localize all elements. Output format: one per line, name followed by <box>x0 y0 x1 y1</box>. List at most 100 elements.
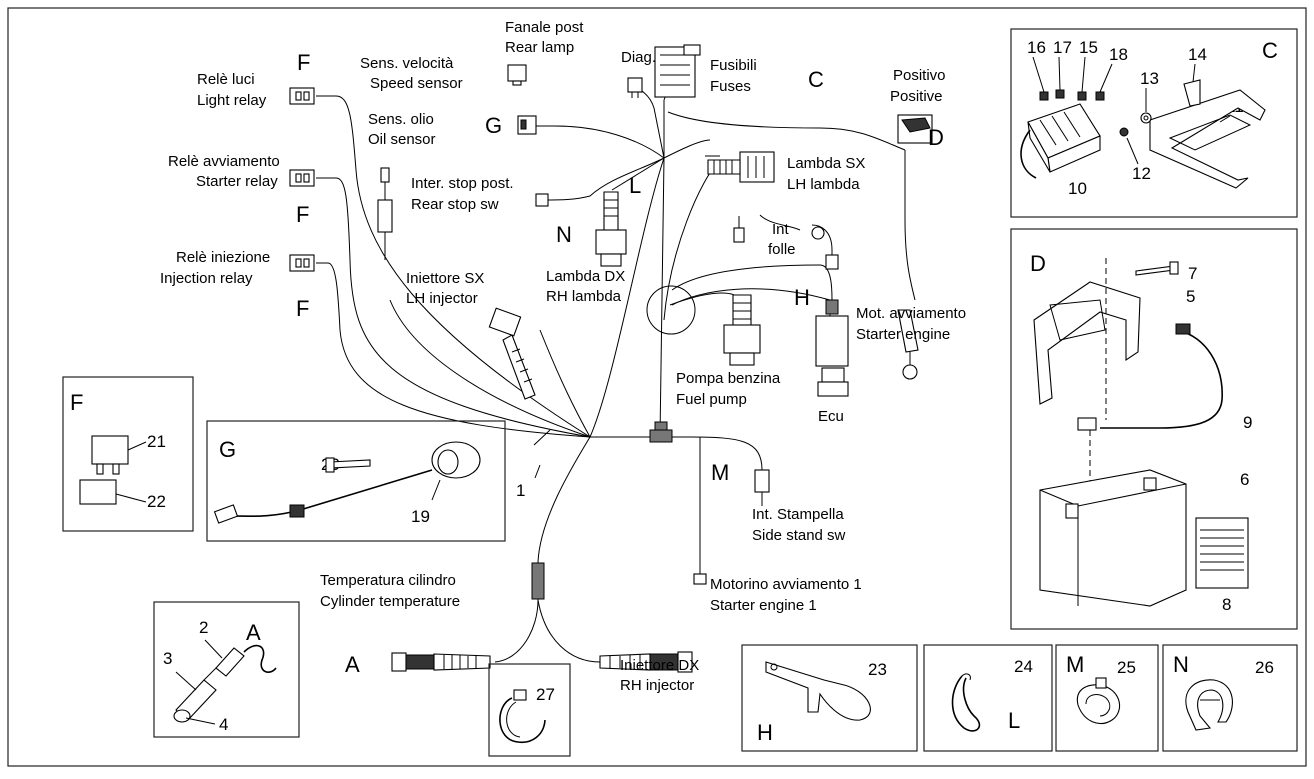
label-mot-avv-it: Mot. avviamento <box>856 305 966 322</box>
relay-connectors <box>289 87 315 272</box>
svg-text:13: 13 <box>1140 69 1159 88</box>
svg-text:26: 26 <box>1255 658 1274 677</box>
label-stampella-en: Side stand sw <box>752 527 846 544</box>
svg-text:23: 23 <box>868 660 887 679</box>
label-iniez-it: Relè iniezione <box>176 249 270 266</box>
label-temp-it: Temperatura cilindro <box>320 572 456 589</box>
label-pompa-it: Pompa benzina <box>676 370 781 387</box>
label-stampella-it: Int. Stampella <box>752 506 844 523</box>
letter-g-main: G <box>485 113 502 138</box>
panel-a-letter: A <box>246 620 261 645</box>
label-iniet-dx-en: RH injector <box>620 677 694 694</box>
label-speed-it: Sens. velocità <box>360 55 454 72</box>
label-fusibili-en: Fuses <box>710 78 751 95</box>
leader-1 <box>534 464 541 479</box>
panel-n-letter: N <box>1173 652 1189 677</box>
label-int-folle-2: folle <box>768 241 796 258</box>
svg-text:24: 24 <box>1014 657 1033 676</box>
panel-c: C 16 17 15 18 13 14 11 12 10 <box>1010 28 1298 218</box>
label-avv-en: Starter relay <box>196 173 278 190</box>
panel-a: A 2 3 4 <box>153 601 300 738</box>
svg-text:16: 16 <box>1027 38 1046 57</box>
main-labels: Fanale post Rear lamp Diag. Fusibili Fus… <box>160 19 966 694</box>
label-positivo-en: Positive <box>890 88 943 105</box>
label-iniez-en: Injection relay <box>160 270 253 287</box>
svg-text:25: 25 <box>1117 658 1136 677</box>
label-lsx-it: Lambda SX <box>787 155 865 172</box>
junction-cap <box>654 421 668 431</box>
label-positivo-it: Positivo <box>893 67 946 84</box>
svg-text:14: 14 <box>1188 45 1207 64</box>
svg-text:3: 3 <box>163 649 172 668</box>
panel-h-letter: H <box>757 720 773 745</box>
label-iniet-sx-en: LH injector <box>406 290 478 307</box>
svg-text:10: 10 <box>1068 179 1087 198</box>
svg-text:18: 18 <box>1109 45 1128 64</box>
letter-f3: F <box>296 296 309 321</box>
panel-d-letter: D <box>1030 251 1046 276</box>
panel-l-letter: L <box>1008 708 1020 733</box>
panel-n: N 26 <box>1162 644 1298 752</box>
letter-n-main: N <box>556 222 572 247</box>
svg-text:8: 8 <box>1222 595 1231 614</box>
panel-l: L 24 <box>923 644 1053 752</box>
panel-f-letter: F <box>70 390 83 415</box>
panel-m-letter: M <box>1066 652 1084 677</box>
label-fusibili-it: Fusibili <box>710 57 757 74</box>
svg-text:21: 21 <box>147 432 166 451</box>
label-stop-en: Rear stop sw <box>411 196 499 213</box>
label-luci-it: Relè luci <box>197 71 255 88</box>
label-part-1: 1 <box>516 481 525 500</box>
label-iniet-sx-it: Iniettore SX <box>406 270 484 287</box>
svg-text:12: 12 <box>1132 164 1151 183</box>
svg-text:2: 2 <box>199 618 208 637</box>
svg-text:17: 17 <box>1053 38 1072 57</box>
letter-d-main: D <box>928 125 944 150</box>
letter-h-main: H <box>794 285 810 310</box>
label-temp-en: Cylinder temperature <box>320 593 460 610</box>
svg-text:4: 4 <box>219 715 228 734</box>
label-luci-en: Light relay <box>197 92 267 109</box>
svg-text:6: 6 <box>1240 470 1249 489</box>
panel-clamp: 27 <box>488 663 571 757</box>
label-avv-it: Relè avviamento <box>168 153 280 170</box>
panel-c-letter: C <box>1262 38 1278 63</box>
svg-text:22: 22 <box>147 492 166 511</box>
label-ldx-it: Lambda DX <box>546 268 625 285</box>
label-motorino-en: Starter engine 1 <box>710 597 817 614</box>
panel-g: G 20 19 <box>206 420 506 542</box>
letter-c-main: C <box>808 67 824 92</box>
label-ldx-en: RH lambda <box>546 288 622 305</box>
label-fanale-it: Fanale post <box>505 19 584 36</box>
svg-text:7: 7 <box>1188 264 1197 283</box>
label-ecu: Ecu <box>818 408 844 425</box>
panel-d: D 7 5 9 6 8 <box>1010 228 1298 630</box>
label-stop-it: Inter. stop post. <box>411 175 514 192</box>
panel-g-letter: G <box>219 437 236 462</box>
label-lsx-en: LH lambda <box>787 176 860 193</box>
junction-block <box>649 429 673 443</box>
svg-text:15: 15 <box>1079 38 1098 57</box>
harness-wires <box>316 69 916 663</box>
label-fanale-en: Rear lamp <box>505 39 574 56</box>
letter-l-main: L <box>629 173 641 198</box>
letter-a-main: A <box>345 652 360 677</box>
label-mot-avv-en: Starter engine <box>856 326 950 343</box>
svg-text:19: 19 <box>411 507 430 526</box>
letter-f2: F <box>296 202 309 227</box>
label-diag: Diag. <box>621 49 656 66</box>
label-motorino-it: Motorino avviamento 1 <box>710 576 862 593</box>
label-pompa-en: Fuel pump <box>676 391 747 408</box>
panel-h: H 23 <box>741 644 918 752</box>
panel-m: M 25 <box>1055 644 1159 752</box>
label-iniet-dx-it: Iniettore DX <box>620 657 699 674</box>
svg-text:9: 9 <box>1243 413 1252 432</box>
panel-f: F 21 22 <box>62 376 194 532</box>
label-int-folle-1: Int <box>772 221 790 238</box>
letter-m-main: M <box>711 460 729 485</box>
tick-mark <box>533 429 551 446</box>
harness-sleeve <box>531 562 545 600</box>
sensor-connectors <box>377 44 933 673</box>
